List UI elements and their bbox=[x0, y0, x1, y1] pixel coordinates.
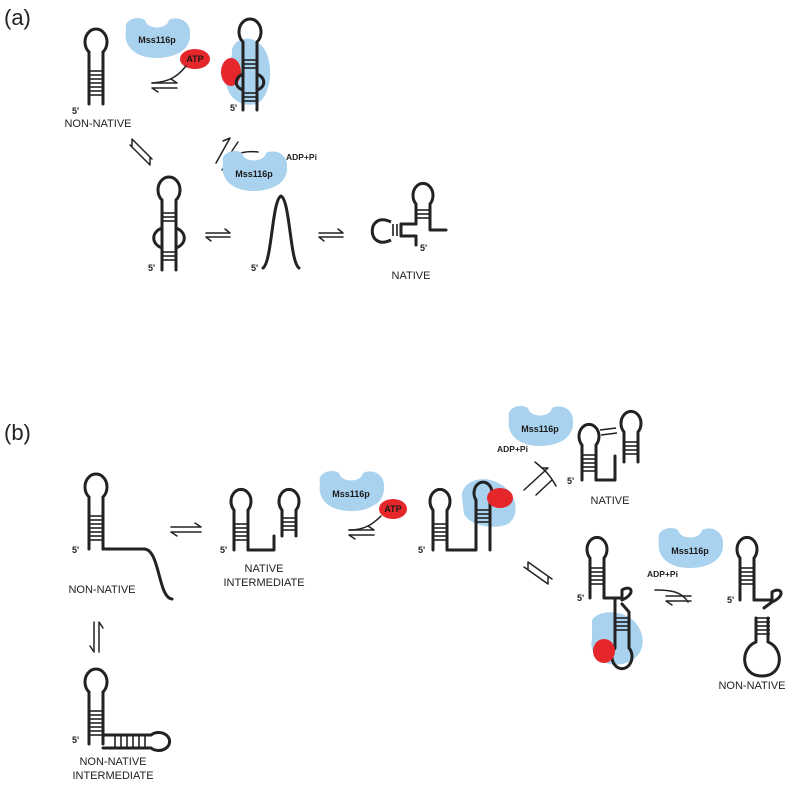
equilibrium-arrow bbox=[523, 461, 557, 496]
panel-b-label: (b) bbox=[4, 420, 31, 445]
mss116p-protein: Mss116p bbox=[508, 406, 574, 446]
atp-molecule: ATP bbox=[379, 499, 407, 519]
five-prime-label: 5' bbox=[251, 263, 258, 273]
five-prime-label: 5' bbox=[567, 476, 574, 486]
five-prime-label: 5' bbox=[727, 595, 734, 605]
panel-a-intermediate-rna: 5' bbox=[148, 175, 186, 273]
panel-a-protein-rna-complex: 5' bbox=[221, 17, 271, 113]
panel-b-non-native-rna: 5' bbox=[72, 474, 174, 601]
panel-b-protein-rna-complex: 5' bbox=[418, 479, 516, 555]
five-prime-label: 5' bbox=[72, 735, 79, 745]
five-prime-label: 5' bbox=[577, 593, 584, 603]
panel-b-protein-rna-complex-2: 5' bbox=[577, 535, 643, 671]
equilibrium-arrow bbox=[523, 561, 553, 585]
panel-b-non-native-rna-2: 5' bbox=[727, 535, 783, 678]
mss116p-protein: Mss116p bbox=[222, 151, 288, 191]
equilibrium-arrow bbox=[318, 228, 344, 242]
atp-label: ATP bbox=[186, 54, 203, 64]
panel-a-non-native-label: NON-NATIVE bbox=[64, 118, 131, 130]
panel-a-label: (a) bbox=[4, 5, 31, 30]
panel-a-unfolded-rna: 5' bbox=[251, 194, 301, 273]
equilibrium-arrow bbox=[151, 65, 187, 93]
panel-b-native-intermediate-rna: 5' bbox=[220, 489, 301, 555]
panel-b-non-native-label: NON-NATIVE bbox=[68, 584, 135, 596]
equilibrium-arrow bbox=[205, 228, 231, 242]
panel-a-non-native-rna: 5' bbox=[72, 29, 107, 116]
panel-a-native-rna: 5' bbox=[370, 181, 448, 253]
adp-pi-label: ADP+Pi bbox=[286, 152, 317, 162]
mss116p-label: Mss116p bbox=[332, 489, 370, 499]
panel-b-non-native-intermediate-rna: 5' bbox=[72, 669, 172, 752]
mss116p-protein: Mss116p bbox=[319, 471, 385, 511]
panel-b-native-intermediate-label-2: INTERMEDIATE bbox=[223, 577, 304, 589]
equilibrium-arrow bbox=[654, 589, 692, 606]
equilibrium-arrow bbox=[348, 515, 382, 540]
panel-b-non-native-intermediate-label-2: INTERMEDIATE bbox=[72, 770, 153, 782]
equilibrium-arrow bbox=[170, 522, 202, 537]
adp-pi-label: ADP+Pi bbox=[647, 569, 678, 579]
panel-b-non-native-right-label: NON-NATIVE bbox=[718, 680, 785, 692]
panel-a-native-label: NATIVE bbox=[392, 270, 431, 282]
panel-b-native-label: NATIVE bbox=[591, 495, 630, 507]
atp-label: ATP bbox=[384, 504, 401, 514]
equilibrium-arrow bbox=[89, 621, 104, 653]
five-prime-label: 5' bbox=[148, 263, 155, 273]
mss116p-label: Mss116p bbox=[138, 35, 176, 45]
five-prime-label: 5' bbox=[72, 106, 79, 116]
panel-b-native-rna: 5' bbox=[567, 409, 643, 486]
mss116p-label: Mss116p bbox=[521, 424, 559, 434]
panel-b-native-intermediate-label-1: NATIVE bbox=[245, 563, 284, 575]
panel-b-non-native-intermediate-label-1: NON-NATIVE bbox=[79, 756, 146, 768]
mss116p-protein: Mss116p bbox=[658, 528, 724, 568]
five-prime-label: 5' bbox=[230, 103, 237, 113]
five-prime-label: 5' bbox=[420, 243, 427, 253]
equilibrium-arrow bbox=[129, 138, 153, 166]
mss116p-protein: Mss116p bbox=[125, 18, 191, 58]
five-prime-label: 5' bbox=[418, 545, 425, 555]
five-prime-label: 5' bbox=[220, 545, 227, 555]
five-prime-label: 5' bbox=[72, 545, 79, 555]
mss116p-label: Mss116p bbox=[235, 169, 273, 179]
mss116p-label: Mss116p bbox=[671, 546, 709, 556]
adp-pi-label: ADP+Pi bbox=[497, 444, 528, 454]
atp-molecule: ATP bbox=[180, 49, 210, 69]
